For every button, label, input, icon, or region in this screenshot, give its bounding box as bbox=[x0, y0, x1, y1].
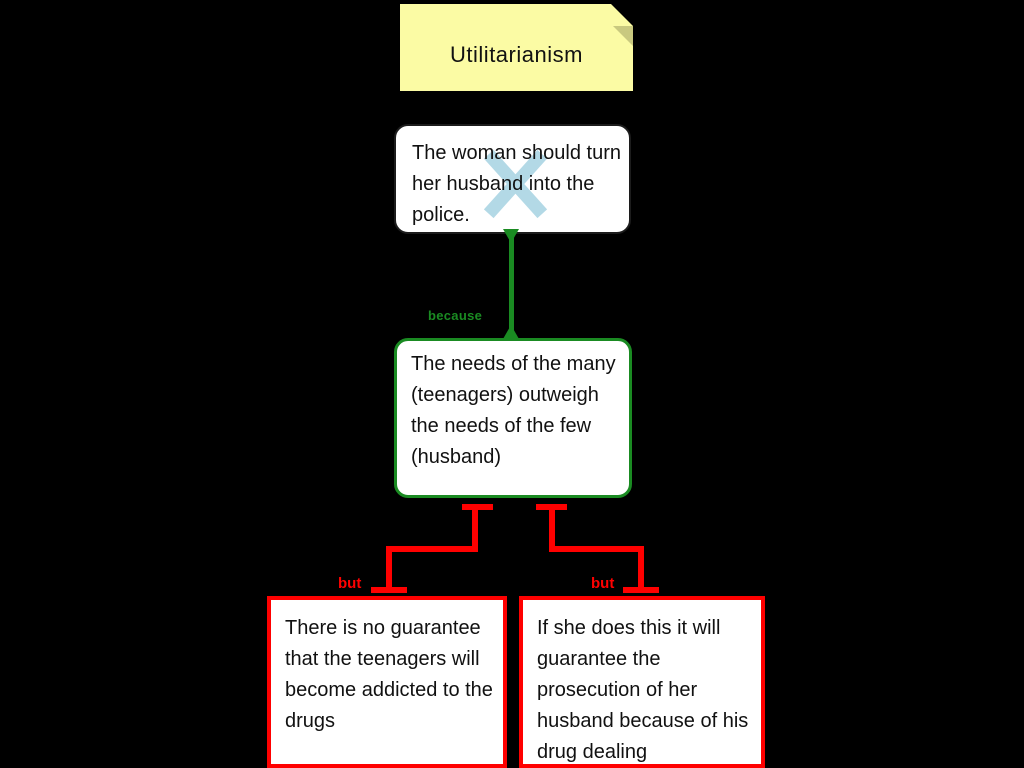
connector-but-right-lower-stem bbox=[638, 546, 644, 590]
connector-but-left-label: but bbox=[338, 575, 362, 592]
node-reason[interactable]: The needs of the many (teenagers) outwei… bbox=[394, 338, 632, 498]
connector-but-right-label: but bbox=[591, 575, 615, 592]
page-fold-inner-icon bbox=[613, 26, 633, 46]
connector-because-stem bbox=[509, 229, 514, 339]
connector-but-right-upper-stem bbox=[549, 504, 555, 552]
node-claim[interactable]: The woman should turn her husband into t… bbox=[394, 124, 631, 234]
title-sticky-note[interactable]: Utilitarianism bbox=[400, 4, 633, 91]
node-reason-text: The needs of the many (teenagers) outwei… bbox=[411, 353, 616, 468]
node-objection-left[interactable]: There is no guarantee that the teenagers… bbox=[267, 596, 507, 768]
connector-because[interactable] bbox=[503, 229, 519, 339]
connector-but-left-lower-stem bbox=[386, 546, 392, 590]
node-objection-right-text: If she does this it will guarantee the p… bbox=[537, 617, 749, 763]
connector-but-right-bottom-cap bbox=[623, 587, 659, 593]
page-fold-icon bbox=[611, 4, 633, 46]
node-objection-left-text: There is no guarantee that the teenagers… bbox=[285, 617, 493, 732]
node-claim-text: The woman should turn her husband into t… bbox=[412, 142, 622, 226]
diagram-title: Utilitarianism bbox=[450, 42, 583, 67]
connector-because-label: because bbox=[428, 308, 483, 323]
connector-but-left-bottom-cap bbox=[371, 587, 407, 593]
connector-because-arrow-bottom bbox=[503, 325, 519, 339]
node-objection-right[interactable]: If she does this it will guarantee the p… bbox=[519, 596, 765, 768]
connector-but-left-upper-stem bbox=[472, 504, 478, 552]
connector-but-left-horizontal bbox=[386, 546, 478, 552]
connector-but-right-horizontal bbox=[549, 546, 644, 552]
